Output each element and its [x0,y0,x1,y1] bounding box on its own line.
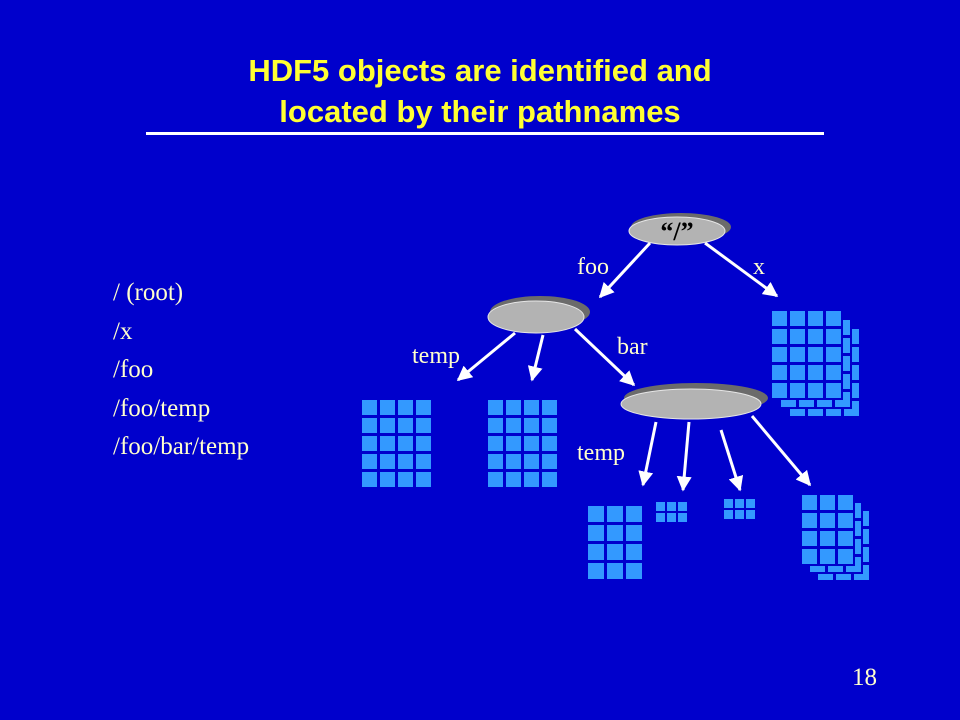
dataset-x-stack [772,311,841,398]
edge-label-foo: foo [577,254,609,280]
dataset-foo-2 [488,400,557,487]
dataset-grids [362,309,871,582]
edge-bar-small2 [719,429,744,492]
edge-label-x: x [753,254,765,280]
pathname-item: /foo [113,356,154,383]
edge-foo-bar [573,327,636,387]
edge-foo-temp [456,331,516,382]
bar-group-node [620,383,768,420]
dataset-foo-temp [362,400,431,487]
pathname-item: /foo/bar/temp [113,433,250,460]
edge-bar-small1 [676,421,692,492]
pathname-item: /x [113,317,133,345]
slide-title-line2: located by their pathnames [279,94,681,129]
dataset-bar-small2 [724,499,755,519]
edge-label-temp-bar: temp [577,440,625,466]
slide-title: HDF5 objects are identified and located … [0,50,960,132]
edge-foo-dataset2 [527,334,545,382]
dataset-bar-stack [802,495,853,564]
edge-label-bar: bar [617,334,648,360]
foo-group-node [487,296,590,334]
pathname-list: / (root) /x /foo /foo/temp /foo/bar/temp [113,274,249,467]
edge-root-x [704,241,779,298]
title-underline [146,132,824,135]
edge-root-foo [598,241,652,299]
slide-title-line1: HDF5 objects are identified and [248,53,712,88]
root-group-node [628,213,731,246]
page-number: 18 [852,664,877,691]
dataset-bar-temp [588,506,642,579]
edge-label-temp-foo: temp [412,343,460,369]
tree-edges [456,241,812,492]
root-label: “/” [660,217,693,246]
dataset-bar-small1 [656,502,687,522]
edge-bar-stack [750,415,812,487]
edge-bar-temp [638,421,658,487]
pathname-item: / (root) [113,279,184,306]
pathname-item: /foo/temp [113,394,211,422]
